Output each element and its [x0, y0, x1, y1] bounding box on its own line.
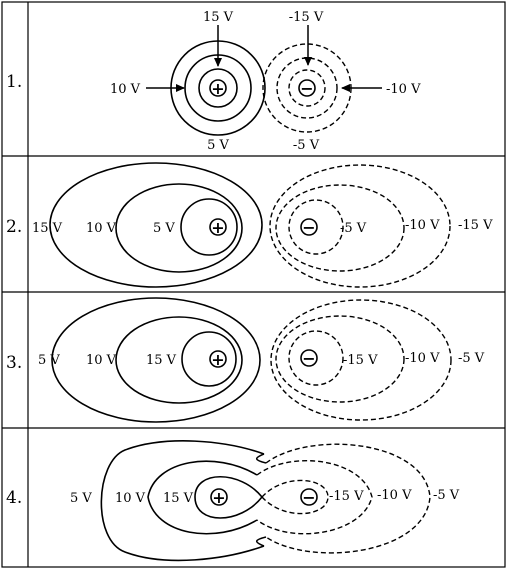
positive-charge-symbol: +	[212, 488, 225, 507]
equipotential-line	[115, 183, 243, 273]
potential-label: -10 V	[377, 488, 412, 503]
equipotential-line	[288, 330, 344, 386]
potential-label: 10 V	[115, 491, 146, 506]
potential-label: 15 V	[32, 221, 63, 236]
potential-label: 15 V	[203, 10, 234, 25]
equipotential-line	[51, 297, 261, 423]
equipotential-line	[115, 316, 243, 404]
potential-label: -15 V	[458, 218, 493, 233]
negative-charge-symbol: −	[302, 349, 315, 368]
option-number: 3.	[6, 353, 22, 373]
equipotential-line	[49, 162, 263, 288]
negative-charge	[300, 488, 318, 506]
potential-label: 5 V	[207, 138, 229, 153]
potential-label: -15 V	[343, 353, 378, 368]
negative-charge	[300, 218, 318, 236]
potential-label: 5 V	[70, 491, 92, 506]
equipotential-line	[288, 199, 344, 255]
option-row-3[interactable]: 3. + − 5 V 10 V 15 V -15 V -10 V -5 V	[6, 297, 485, 423]
potential-label: -5 V	[458, 351, 485, 366]
potential-label: -10 V	[405, 218, 440, 233]
positive-charge	[209, 218, 227, 236]
potential-label: 10 V	[86, 353, 117, 368]
option-row-4[interactable]: 4. + − 5 V 10 V 15 V -15 V -10 V -5 V	[6, 440, 460, 562]
potential-label: -15 V	[289, 10, 324, 25]
equipotential-line	[270, 299, 452, 421]
potential-label: -10 V	[405, 351, 440, 366]
potential-label: 10 V	[110, 82, 141, 97]
equipotential-line	[275, 184, 405, 272]
potential-label: 5 V	[153, 221, 175, 236]
positive-charge-symbol: +	[211, 218, 224, 237]
option-row-1[interactable]: 1. + − 15 V -15 V 10 V -10 V 5 V -5 V	[6, 10, 421, 153]
positive-charge	[209, 350, 227, 368]
negative-charge	[298, 79, 316, 97]
equipotential-line	[100, 440, 265, 562]
negative-charge-symbol: −	[302, 488, 315, 507]
option-number: 4.	[6, 488, 22, 508]
equipotential-line	[288, 69, 326, 107]
positive-charge-symbol: +	[211, 79, 224, 98]
potential-label: 15 V	[163, 491, 194, 506]
equipotential-line	[180, 198, 238, 256]
equipotential-line	[269, 164, 451, 288]
equipotential-line	[181, 331, 237, 387]
equipotential-line	[255, 453, 267, 464]
negative-charge-symbol: −	[302, 218, 315, 237]
option-number: 2.	[6, 217, 22, 237]
positive-charge	[209, 79, 227, 97]
equipotential-line	[256, 459, 373, 535]
potential-label: 15 V	[146, 353, 177, 368]
option-number: 1.	[6, 72, 22, 92]
negative-charge-symbol: −	[300, 79, 313, 98]
potential-label: -5 V	[433, 488, 460, 503]
equipotential-line	[255, 536, 267, 547]
equipotential-line	[194, 476, 264, 519]
equipotential-line	[276, 57, 338, 119]
equipotential-line	[275, 315, 405, 403]
positive-charge-symbol: +	[211, 350, 224, 369]
negative-charge	[300, 349, 318, 367]
potential-label: -15 V	[329, 489, 364, 504]
equipotential-line	[198, 68, 238, 108]
option-row-2[interactable]: 2. + − 15 V 10 V 5 V -5 V -10 V -15 V	[6, 162, 493, 288]
potential-label: 10 V	[86, 221, 117, 236]
potential-label: -5 V	[340, 221, 367, 236]
equipotential-line	[147, 460, 258, 535]
equipotential-line	[265, 443, 431, 554]
potential-label: -10 V	[386, 82, 421, 97]
equipotential-line	[261, 479, 329, 515]
potential-label: 5 V	[38, 353, 60, 368]
positive-charge	[210, 488, 228, 506]
potential-label: -5 V	[293, 138, 320, 153]
